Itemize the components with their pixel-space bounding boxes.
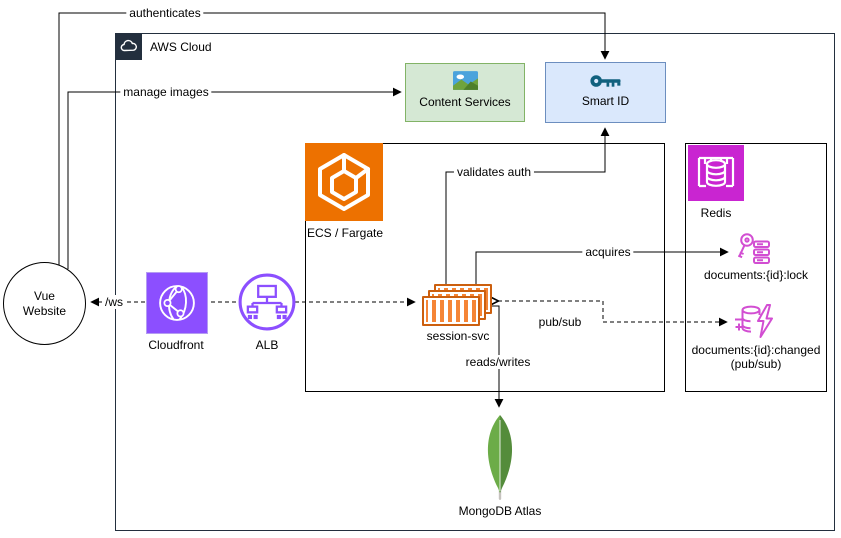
smart-id-node: Smart ID: [545, 62, 666, 123]
redis-pubsub-db-icon: [735, 304, 773, 338]
vue-website-label-line1: Vue: [34, 288, 55, 303]
aws-cloud-header: AWS Cloud: [116, 34, 212, 60]
redis-label: Redis: [700, 206, 732, 220]
redis-changed-node: [733, 301, 775, 341]
edge-label-reads-writes: reads/writes: [462, 355, 534, 369]
edge-label-ws: /ws: [102, 295, 126, 309]
alb-icon: [238, 273, 296, 331]
container-stack-icon-front: [422, 296, 480, 326]
smart-id-label: Smart ID: [581, 94, 630, 108]
edge-label-pub-sub: pub/sub: [535, 315, 585, 329]
redis-lock-key-icon: [737, 233, 770, 264]
redis-icon: [697, 156, 735, 188]
edge-label-acquires: acquires: [582, 245, 634, 259]
key-icon: [590, 75, 621, 87]
edge-label-manage-images: manage images: [120, 85, 212, 99]
edge-label-validates-auth: validates auth: [453, 165, 535, 179]
cloudfront-icon: [159, 285, 195, 321]
redis-lock-node: [732, 231, 772, 269]
aws-cloud-label: AWS Cloud: [150, 40, 212, 54]
redis-lock-label: documents:{id}:lock: [703, 268, 809, 282]
cloudfront-node: [146, 272, 208, 334]
ecs-node: [305, 143, 383, 221]
session-svc-label: session-svc: [426, 329, 490, 343]
redis-changed-label-line1: documents:{id}:changed: [691, 343, 821, 357]
session-svc-node: [422, 284, 492, 326]
content-services-label: Content Services: [419, 95, 511, 109]
cloudfront-label: Cloudfront: [148, 338, 204, 352]
edge-label-authenticates: authenticates: [126, 6, 204, 20]
mongodb-label: MongoDB Atlas: [458, 504, 542, 518]
ecs-fargate-label: ECS / Fargate: [306, 226, 384, 240]
image-icon: [452, 71, 478, 90]
content-services-node: Content Services: [405, 63, 525, 122]
mongodb-leaf-icon: [487, 415, 513, 500]
redis-node: [688, 145, 744, 201]
ecs-icon: [318, 153, 370, 211]
mongodb-node: [478, 412, 522, 504]
vue-website-label-line2: Website: [22, 303, 67, 318]
vue-website-node: Vue Website: [3, 262, 86, 345]
redis-changed-label-line2: (pub/sub): [730, 357, 782, 371]
alb-node: [237, 272, 297, 332]
aws-cloud-icon: [116, 34, 142, 60]
alb-label: ALB: [255, 338, 279, 352]
